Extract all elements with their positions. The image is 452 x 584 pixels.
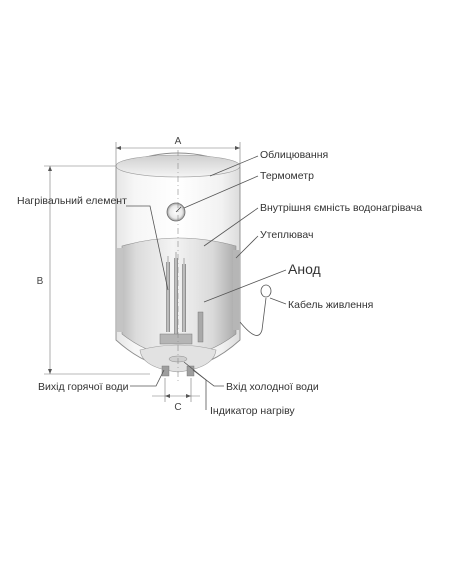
anode-rod (197, 311, 204, 343)
dimension-c-label: C (174, 402, 181, 413)
label-cladding: Облицювання (260, 149, 328, 161)
insulation-strip-right (233, 250, 239, 330)
label-heating-element: Нагрівальний елемент (17, 195, 127, 207)
leader-lines (126, 155, 287, 410)
heater-body (115, 150, 272, 384)
label-inner-tank: Внутрішня ємність водонагрівача (260, 202, 422, 214)
label-hot-water-outlet: Вихід горячої води (38, 381, 129, 393)
label-cold-water-inlet: Вхід холодної води (226, 381, 319, 393)
insulation-strip-left (117, 248, 123, 332)
dimension-b: B (37, 165, 150, 375)
dimension-b-label: B (37, 276, 44, 287)
heating-rod-3 (182, 264, 186, 332)
dimension-c: C (152, 378, 200, 413)
hot-water-pipe (161, 365, 170, 377)
label-heating-indicator: Індикатор нагріву (210, 405, 295, 417)
power-cable (239, 297, 267, 336)
power-plug (260, 284, 272, 298)
label-anode: Анод (288, 261, 321, 277)
label-thermometer: Термометр (260, 170, 314, 182)
heating-rod-2 (174, 258, 178, 334)
label-insulation: Утеплювач (260, 229, 313, 241)
heating-rod-1 (166, 262, 170, 332)
dimension-a-label: A (175, 136, 182, 147)
label-power-cable: Кабель живлення (288, 299, 373, 311)
heating-flange (159, 333, 193, 345)
